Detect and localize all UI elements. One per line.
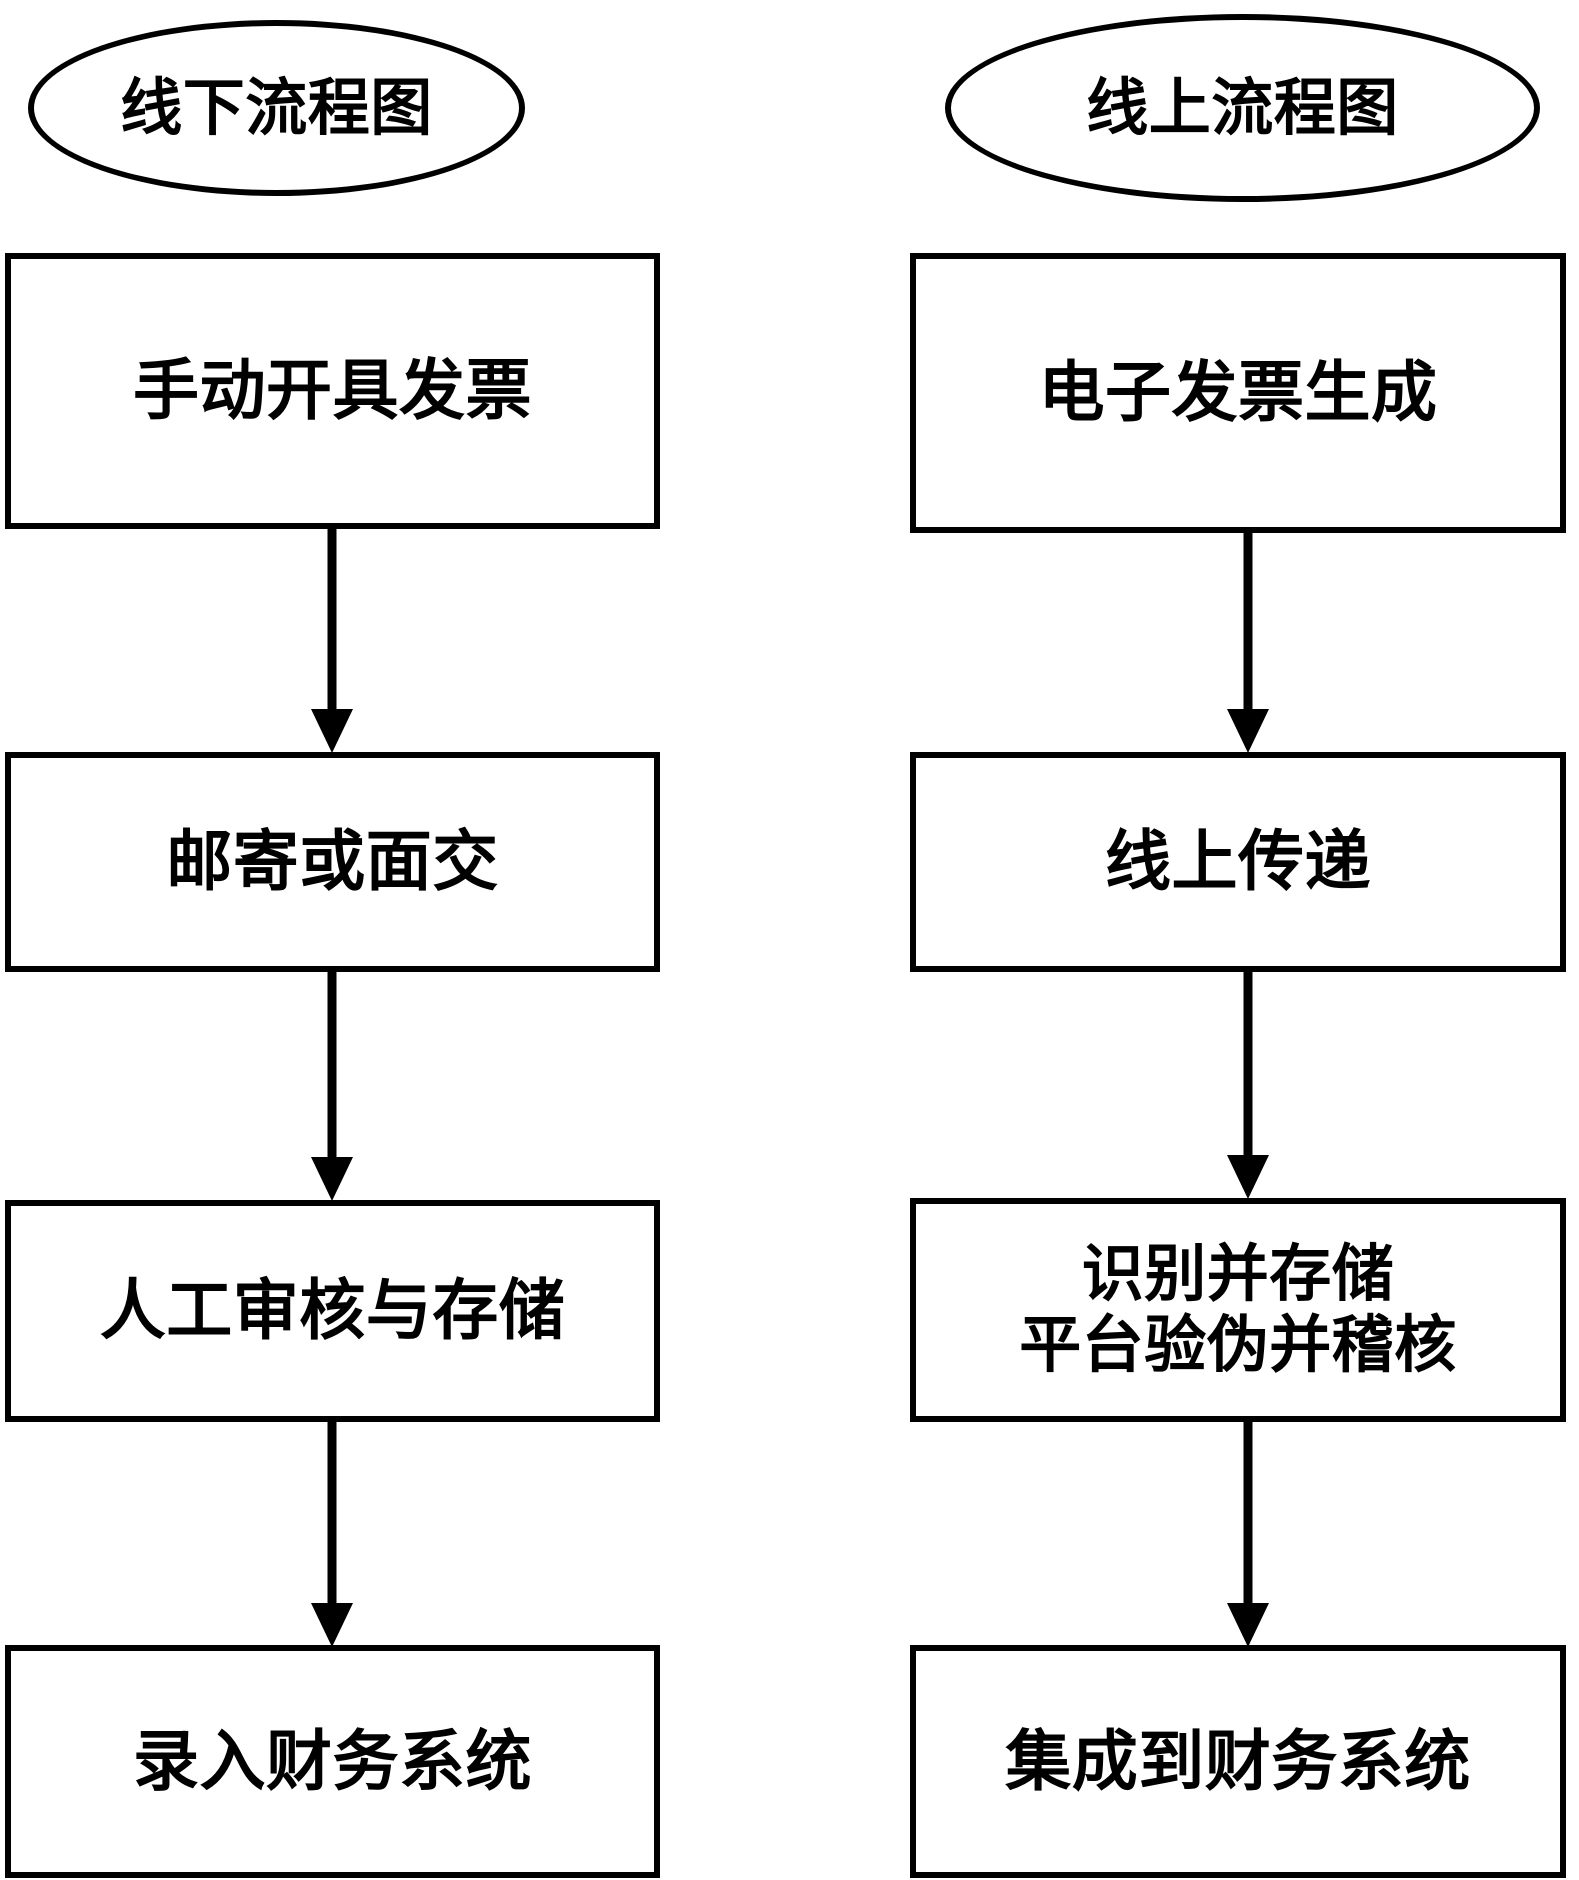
process-offline-3[interactable]: 人工审核与存储 [5, 1200, 660, 1422]
process-online-1[interactable]: 电子发票生成 [910, 253, 1566, 533]
terminator-offline-start[interactable]: 线下流程图 [28, 20, 525, 196]
process-offline-4[interactable]: 录入财务系统 [5, 1645, 660, 1878]
connector-offline-3-to-4 [303, 1421, 361, 1649]
connector-online-2-to-3 [1219, 971, 1277, 1201]
process-offline-1[interactable]: 手动开具发票 [5, 253, 660, 529]
connector-offline-1-to-2 [303, 527, 361, 755]
connector-online-1-to-2 [1219, 531, 1277, 755]
process-online-3[interactable]: 识别并存储 平台验伪并稽核 [910, 1198, 1566, 1422]
connector-offline-2-to-3 [303, 971, 361, 1203]
process-online-4[interactable]: 集成到财务系统 [910, 1645, 1566, 1878]
process-online-2[interactable]: 线上传递 [910, 752, 1566, 972]
terminator-online-start[interactable]: 线上流程图 [945, 14, 1540, 202]
connector-online-3-to-4 [1219, 1421, 1277, 1649]
process-offline-2[interactable]: 邮寄或面交 [5, 752, 660, 972]
